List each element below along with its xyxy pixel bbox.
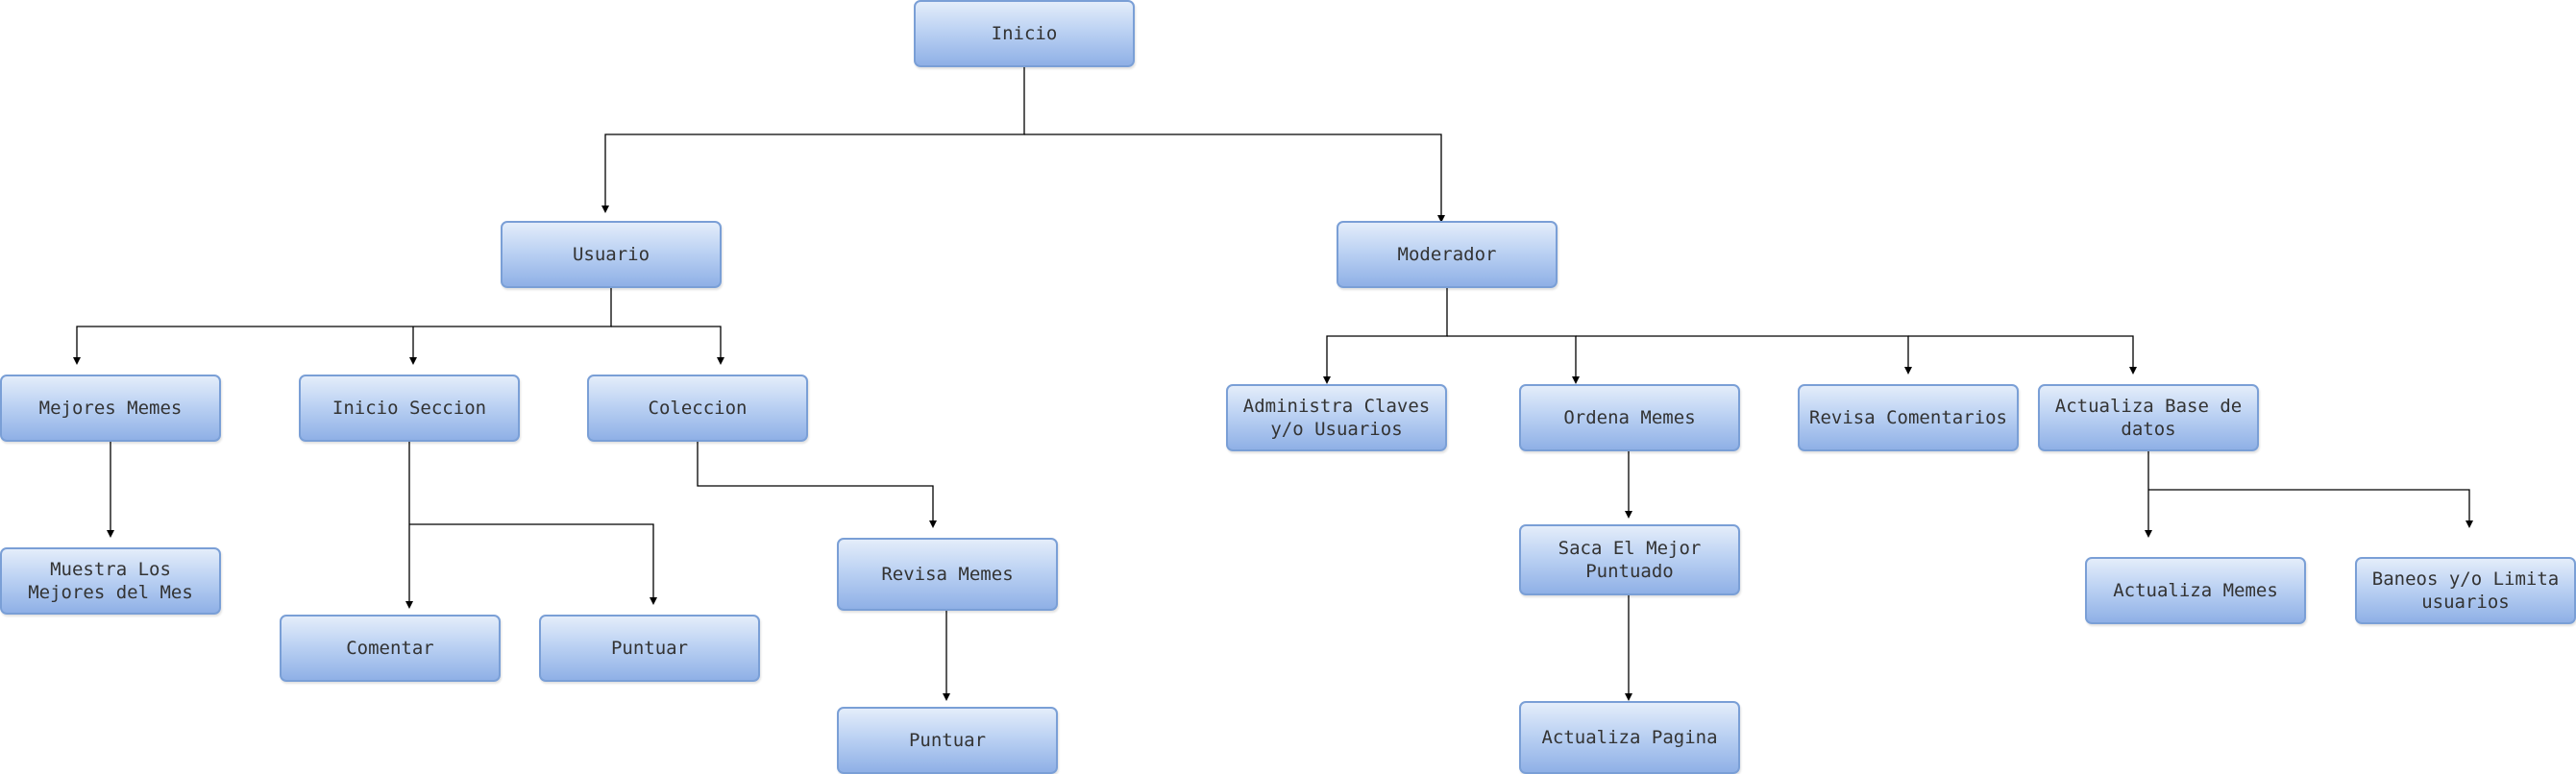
edge-moderador-actualiza-base	[1908, 335, 2134, 367]
node-saca-mejor: Saca El Mejor Puntuado	[1519, 524, 1740, 595]
edge-coleccion-revisa	[697, 442, 934, 520]
edge-moderador-ordena	[1447, 335, 1577, 376]
arrowhead	[601, 206, 609, 213]
arrowhead	[1572, 376, 1580, 384]
node-puntuar-2: Puntuar	[837, 707, 1058, 774]
node-mejores-memes: Mejores Memes	[0, 375, 221, 442]
node-baneos: Baneos y/o Limita usuarios	[2355, 557, 2576, 624]
arrowhead	[1625, 511, 1632, 519]
node-revisa-comentarios: Revisa Comentarios	[1798, 384, 2019, 451]
arrowhead	[1437, 215, 1445, 223]
arrowhead	[2145, 530, 2152, 538]
node-inicio: Inicio	[914, 0, 1135, 67]
node-actualiza-memes: Actualiza Memes	[2085, 557, 2306, 624]
arrowhead	[2466, 520, 2473, 528]
arrowhead	[943, 693, 950, 701]
edge-usuario-mejores-memes	[76, 288, 612, 357]
node-comentar: Comentar	[280, 615, 501, 682]
node-administra: Administra Claves y/o Usuarios	[1226, 384, 1447, 451]
edge-inicio-moderador	[1024, 133, 1442, 215]
arrowhead	[1323, 376, 1331, 384]
node-revisa-memes: Revisa Memes	[837, 538, 1058, 611]
node-actualiza-pagina: Actualiza Pagina	[1519, 701, 1740, 774]
arrowhead	[405, 601, 413, 609]
edge-moderador-revisa-comentarios	[1576, 335, 1909, 367]
node-ordena-memes: Ordena Memes	[1519, 384, 1740, 451]
node-muestra-mejores: Muestra Los Mejores del Mes	[0, 547, 221, 615]
edge-base-baneos	[2148, 489, 2470, 520]
arrowhead	[650, 597, 657, 605]
node-puntuar-1: Puntuar	[539, 615, 760, 682]
arrowhead	[2129, 367, 2137, 375]
arrowhead	[929, 520, 937, 528]
edge-usuario-coleccion	[611, 326, 722, 357]
arrowhead	[1625, 693, 1632, 701]
edge-inicio-seccion-puntuar	[409, 523, 654, 597]
node-usuario: Usuario	[501, 221, 722, 288]
node-inicio-seccion: Inicio Seccion	[299, 375, 520, 442]
arrowhead	[1904, 367, 1912, 375]
arrowhead	[107, 530, 114, 538]
node-moderador: Moderador	[1337, 221, 1558, 288]
arrowhead	[73, 357, 81, 365]
node-actualiza-base: Actualiza Base de datos	[2038, 384, 2259, 451]
edge-inicio-usuario	[604, 66, 1025, 206]
node-coleccion: Coleccion	[587, 375, 808, 442]
edge-moderador-administra	[1326, 288, 1448, 376]
arrowhead	[409, 357, 417, 365]
arrowhead	[717, 357, 724, 365]
